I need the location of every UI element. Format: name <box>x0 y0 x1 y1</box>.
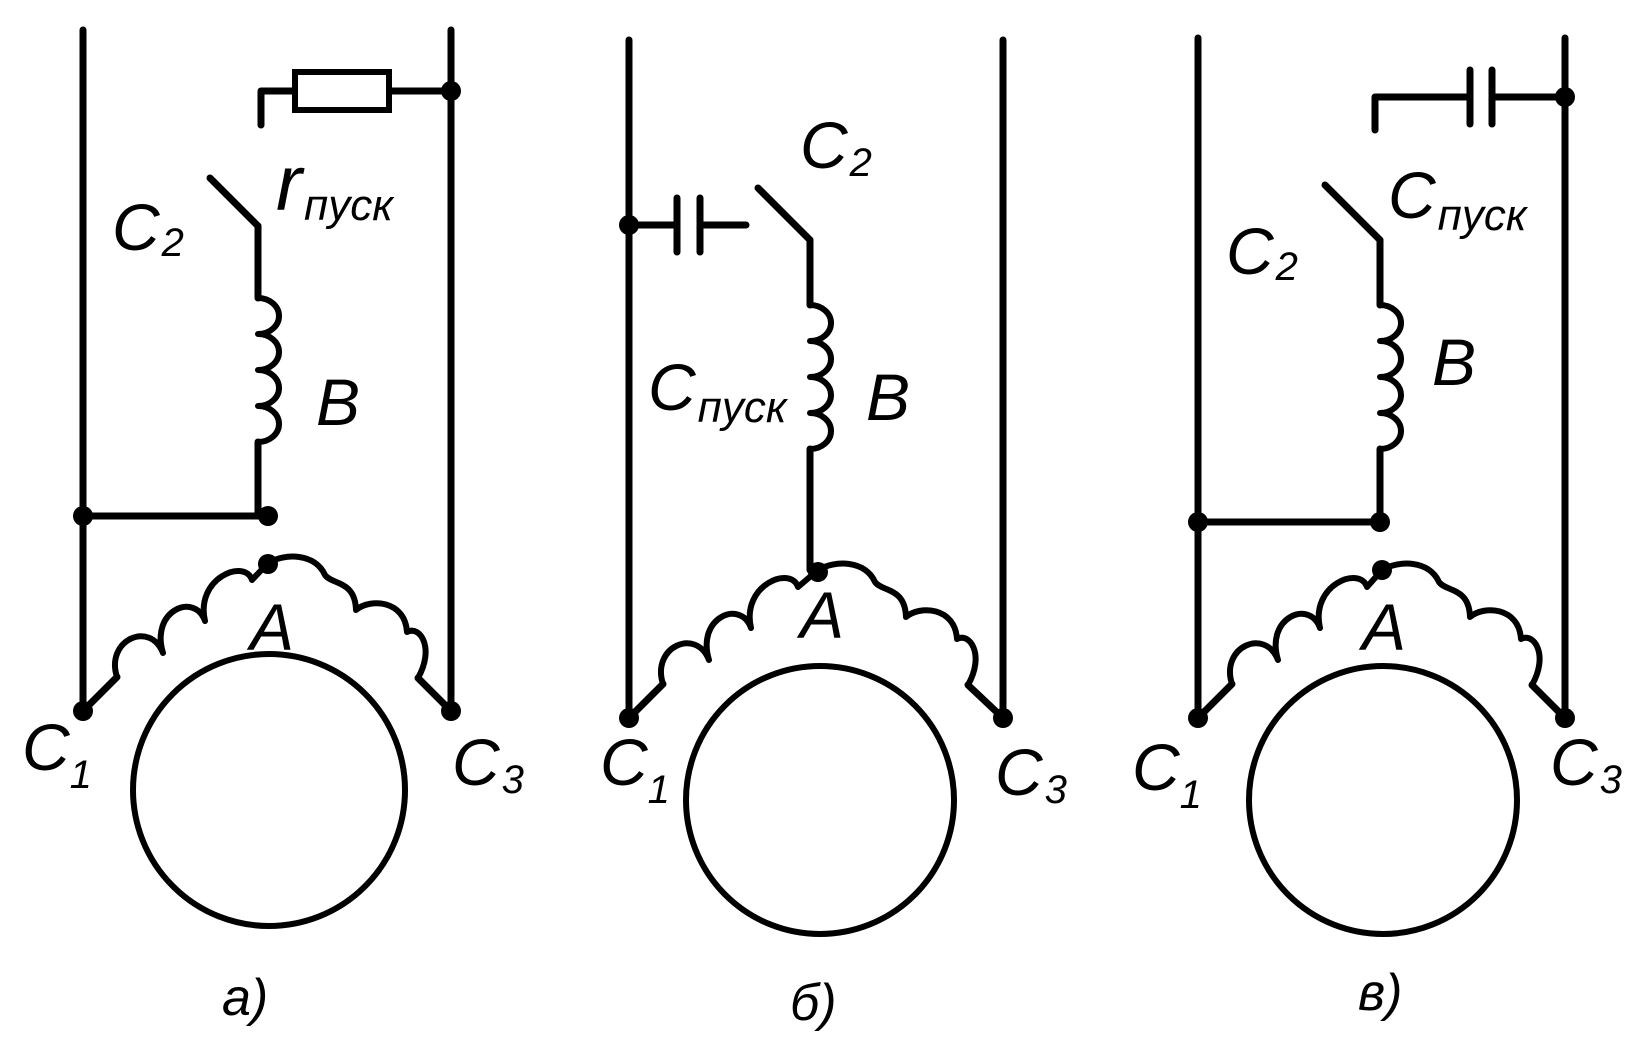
winding-a-label: A <box>1358 590 1406 664</box>
centrifugal-switch <box>206 174 262 230</box>
rotor <box>1246 663 1520 937</box>
junction-node <box>1370 512 1390 532</box>
panel-b: C2 Cпуск B A C1 C3 б) <box>600 36 1067 1032</box>
capacitor-branch-wire <box>1371 93 1569 134</box>
winding-a-center-tap <box>808 562 828 582</box>
terminal-c1-label: C1 <box>22 710 92 797</box>
starting-resistor <box>292 69 392 113</box>
winding-a-center-tap <box>258 554 278 574</box>
panel-caption: б) <box>790 974 837 1032</box>
terminal-c1-label: C1 <box>600 725 670 812</box>
winding-b-coil <box>255 295 282 445</box>
terminal-c2-label: C2 <box>800 108 872 185</box>
panel-caption: а) <box>222 969 268 1027</box>
terminal-c3-node <box>993 708 1013 728</box>
terminal-c1-node <box>619 708 639 728</box>
resistor-branch-wire <box>257 87 455 129</box>
panel-a: C2 rпуск B A C1 C3 а) <box>22 26 524 1027</box>
terminal-c2-label: C2 <box>1226 214 1298 289</box>
starter-label: Cпуск <box>1388 158 1529 240</box>
winding-b-label: B <box>866 360 910 434</box>
junction-node <box>258 506 278 526</box>
junction-node <box>619 215 639 235</box>
starter-label: rпуск <box>276 139 395 230</box>
starting-capacitor <box>673 194 704 256</box>
junction-node <box>73 506 93 526</box>
centrifugal-switch <box>754 184 814 244</box>
winding-a-label: A <box>796 578 844 652</box>
winding-b-coil <box>807 302 834 452</box>
rotor <box>683 663 957 937</box>
terminal-c1-label: C1 <box>1132 730 1202 817</box>
centrifugal-switch <box>1321 181 1384 244</box>
terminal-c2-label: C2 <box>112 190 184 265</box>
panel-c: C2 Cпуск B A C1 C3 в) <box>1132 34 1622 1022</box>
terminal-c1-node <box>73 701 93 721</box>
winding-b-label: B <box>1432 325 1476 399</box>
winding-b-coil <box>1377 302 1404 452</box>
terminal-c3-label: C3 <box>1550 725 1622 802</box>
rotor <box>130 651 408 929</box>
terminal-c3-label: C3 <box>452 725 524 802</box>
starting-capacitor <box>1466 66 1496 128</box>
terminal-c3-node <box>1555 708 1575 728</box>
winding-a-center-tap <box>1372 560 1392 580</box>
panel-caption: в) <box>1358 964 1402 1022</box>
winding-a-label: A <box>246 590 294 664</box>
terminal-c1-node <box>1188 708 1208 728</box>
terminal-c3-node <box>441 701 461 721</box>
terminal-c3-label: C3 <box>995 735 1067 812</box>
winding-b-label: B <box>316 365 360 439</box>
junction-node <box>441 81 461 101</box>
junction-node <box>1188 512 1208 532</box>
starter-label: Cпуск <box>648 350 789 432</box>
junction-node <box>1555 87 1575 107</box>
